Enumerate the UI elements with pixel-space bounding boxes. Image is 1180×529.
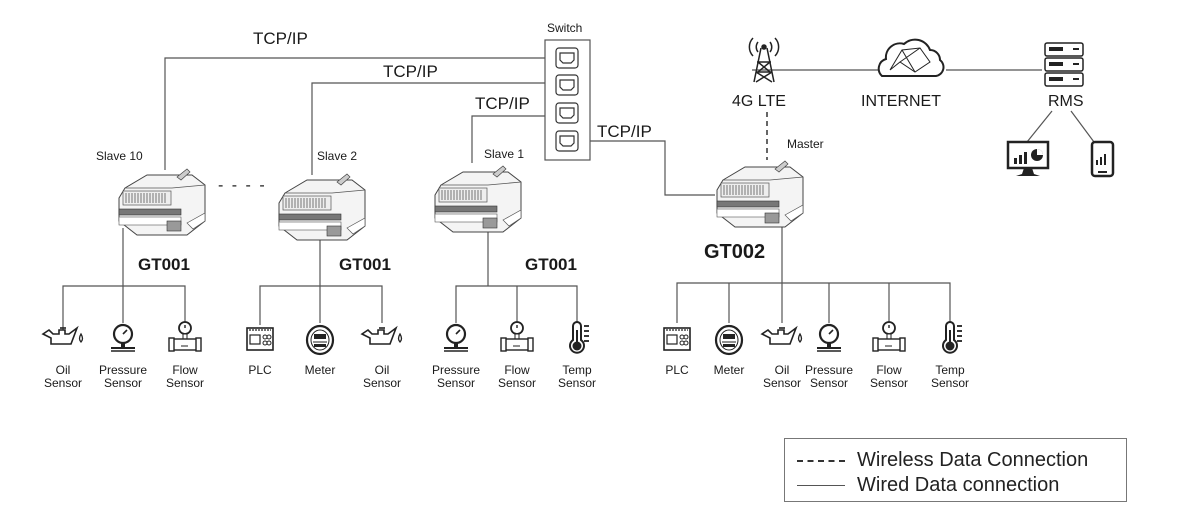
link-master xyxy=(590,140,715,196)
sensor-label-line1: Temp xyxy=(562,363,592,377)
sensor-label-line2: Sensor xyxy=(809,375,849,390)
meter-icon xyxy=(305,324,335,356)
tcpip-label-slave10: TCP/IP xyxy=(253,29,308,48)
sensor-label-line2: Sensor xyxy=(103,375,143,390)
rms-server-icon xyxy=(1044,42,1084,87)
tree-branch xyxy=(259,285,383,325)
sensor-label: PLC xyxy=(665,364,688,377)
sensor-label-line1: Pressure xyxy=(98,363,148,377)
gt001-slave2-device-icon xyxy=(278,173,366,241)
sensor-label-line1: Flow xyxy=(172,363,198,377)
cell-tower-icon xyxy=(748,37,780,83)
slave1-label: Slave 1 xyxy=(484,147,525,161)
legend-wireless: Wireless Data Connection xyxy=(797,449,1088,472)
legend-wired: Wired Data connection xyxy=(797,474,1059,497)
master-model: GT002 xyxy=(704,241,766,263)
sensor-label-line1: PLC xyxy=(665,363,689,377)
link-slave2 xyxy=(311,82,545,175)
dashed-line-sample xyxy=(797,459,845,462)
slave10-label: Slave 10 xyxy=(96,149,143,163)
sensor-label-line1: Pressure xyxy=(804,363,854,377)
sensor-label-line1: Flow xyxy=(876,363,902,377)
sensor-label-line1: Oil xyxy=(774,363,790,377)
thermometer-icon xyxy=(942,321,962,354)
gt001-slave1-device-icon xyxy=(434,165,522,233)
gt002-master-device-icon xyxy=(716,160,804,228)
sensor-label-line1: Temp xyxy=(935,363,965,377)
legend: Wireless Data Connection Wired Data conn… xyxy=(784,438,1127,502)
sensor-label-line1: Flow xyxy=(504,363,530,377)
tcpip-label-slave1: TCP/IP xyxy=(475,94,530,113)
switch-label: Switch xyxy=(547,21,583,35)
link-rms-desktop xyxy=(1026,110,1053,143)
oil-can-icon xyxy=(41,325,84,345)
mobile-dashboard-icon xyxy=(1090,140,1115,178)
slave2-model: GT001 xyxy=(339,255,391,274)
oil-can-icon xyxy=(360,325,403,345)
tree-branch xyxy=(62,285,186,330)
sensor-label: Meter xyxy=(305,364,336,377)
legend-wireless-label: Wireless Data Connection xyxy=(857,449,1089,471)
link-rms-mobile xyxy=(1070,110,1095,143)
sensor-label-line2: Sensor xyxy=(165,375,205,390)
link-slave1 xyxy=(471,115,545,163)
sensor-label-line2: Sensor xyxy=(43,375,83,390)
sensor-label-line2: Sensor xyxy=(436,375,476,390)
pressure-gauge-icon xyxy=(111,323,135,352)
4g-lte-label: 4G LTE xyxy=(732,93,786,110)
tcpip-label-master: TCP/IP xyxy=(597,122,652,141)
sensor-label-line1: Oil xyxy=(374,363,390,377)
desktop-dashboard-icon xyxy=(1006,140,1050,176)
flow-meter-icon xyxy=(500,321,534,352)
thermometer-icon xyxy=(569,321,589,354)
sensor-label-line1: Meter xyxy=(304,363,336,377)
switch-icon xyxy=(544,39,591,161)
sensor-label-line1: Pressure xyxy=(431,363,481,377)
flow-meter-icon xyxy=(168,321,202,352)
solid-line-sample xyxy=(797,485,845,486)
slave2-label: Slave 2 xyxy=(317,149,358,163)
sensor-label-line1: Oil xyxy=(55,363,71,377)
sensor-label: Meter xyxy=(714,364,745,377)
tree-branch xyxy=(676,282,951,323)
sensor-label: PLC xyxy=(248,364,271,377)
plc-icon xyxy=(663,327,691,351)
pressure-gauge-icon xyxy=(444,323,468,352)
tcpip-label-slave2: TCP/IP xyxy=(383,62,438,81)
sensor-label-line2: Sensor xyxy=(762,375,802,390)
flow-meter-icon xyxy=(872,321,906,352)
gt001-slave10-device-icon xyxy=(118,168,206,236)
pressure-gauge-icon xyxy=(817,323,841,352)
legend-wired-label: Wired Data connection xyxy=(857,474,1060,496)
slave1-model: GT001 xyxy=(525,255,577,274)
link-slave10 xyxy=(164,57,545,170)
sensor-label-line2: Sensor xyxy=(930,375,970,390)
more-slaves-ellipsis: - - - - xyxy=(218,177,267,194)
sensor-label-line2: Sensor xyxy=(497,375,537,390)
meter-icon xyxy=(714,324,744,356)
sensor-label-line2: Sensor xyxy=(557,375,597,390)
sensor-label-line1: PLC xyxy=(248,363,272,377)
sensor-label-line2: Sensor xyxy=(362,375,402,390)
rms-label: RMS xyxy=(1048,93,1084,110)
plc-icon xyxy=(246,327,274,351)
sensor-label-line1: Meter xyxy=(713,363,745,377)
oil-can-icon xyxy=(760,325,803,345)
internet-cloud-icon xyxy=(877,38,945,77)
sensor-label-line2: Sensor xyxy=(869,375,909,390)
master-label: Master xyxy=(787,137,824,151)
internet-label: INTERNET xyxy=(861,93,941,110)
slave10-model: GT001 xyxy=(138,255,190,274)
